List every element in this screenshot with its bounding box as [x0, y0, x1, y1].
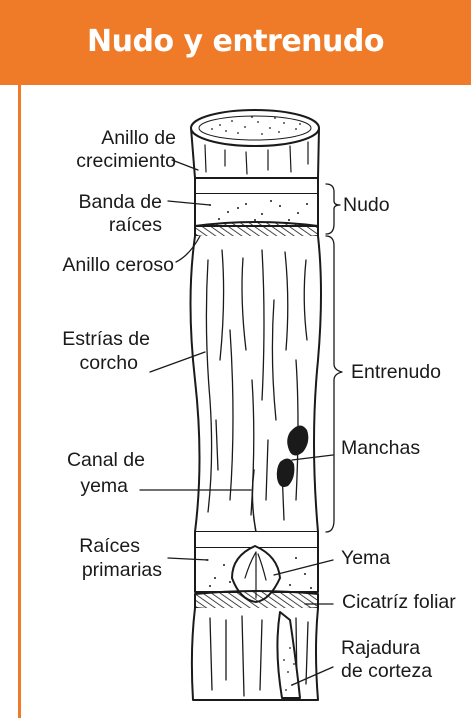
- label-rajadura-corteza-2: de corteza: [341, 660, 432, 682]
- labels: Anillo de crecimiento Banda de raíces An…: [62, 127, 456, 682]
- stalk-top-section: [190, 109, 320, 179]
- label-nudo: Nudo: [343, 194, 390, 216]
- title-bar: Nudo y entrenudo: [0, 0, 471, 85]
- internode-body: [189, 235, 322, 533]
- bark-crack: [276, 611, 301, 699]
- label-manchas: Manchas: [341, 437, 420, 459]
- label-banda-raices-2: raíces: [109, 214, 162, 236]
- label-raices-primarias-1: Raíces: [79, 535, 140, 557]
- entrenudo-brace: [325, 235, 343, 533]
- diagram-title: Nudo y entrenudo: [87, 24, 384, 59]
- stalk-bottom-section: [190, 607, 319, 701]
- label-raices-primarias-2: primarias: [82, 559, 162, 581]
- label-cicatriz-foliar: Cicatríz foliar: [342, 591, 456, 613]
- spots: [276, 425, 309, 487]
- label-canal-yema-1: Canal de: [67, 449, 145, 471]
- label-canal-yema-2: yema: [80, 475, 128, 497]
- upper-root-band: [194, 177, 319, 227]
- label-yema: Yema: [341, 547, 390, 569]
- label-estrias-corcho-2: corcho: [79, 352, 138, 374]
- bud-canal: [251, 469, 257, 533]
- label-anillo-crecimiento-2: crecimiento: [76, 150, 176, 172]
- label-banda-raices-1: Banda de: [79, 191, 163, 213]
- label-estrias-corcho-1: Estrías de: [62, 328, 150, 350]
- label-anillo-crecimiento-1: Anillo de: [101, 127, 176, 149]
- leader-lines: [139, 159, 334, 686]
- label-anillo-ceroso: Anillo ceroso: [62, 254, 174, 276]
- pith-dots: [211, 116, 301, 135]
- nudo-brace: [325, 183, 341, 235]
- left-accent-rule: [18, 85, 21, 718]
- label-entrenudo: Entrenudo: [351, 361, 441, 383]
- label-rajadura-corteza-1: Rajadura: [341, 637, 420, 659]
